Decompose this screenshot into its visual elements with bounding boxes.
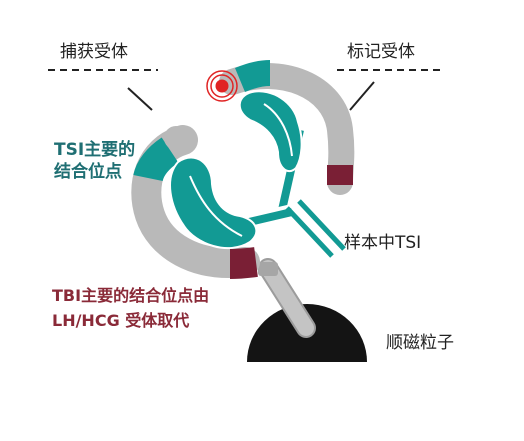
label-receptor-pointer (349, 81, 375, 111)
stalk-joint (258, 262, 278, 276)
target-icon-middle (210, 74, 234, 98)
label-receptor-teal-band (235, 60, 271, 93)
capture-receptor-maroon-cap (229, 247, 258, 279)
target-icon-core (215, 79, 229, 93)
capture-receptor-label: 捕获受体 (60, 42, 128, 62)
capture-teal-lobe (169, 156, 258, 250)
tsi-stem-b (297, 199, 346, 251)
tsi-binding-site-label-line1: TSI主要的 (54, 140, 136, 160)
tbi-binding-site-label-line1: TBI主要的结合位点由 (52, 286, 210, 305)
capture-teal-lobe-line (189, 175, 243, 237)
label-teal-lobe (238, 90, 303, 173)
sample-tsi-label: 样本中TSI (344, 233, 422, 253)
particle-stalk (260, 260, 314, 336)
label-teal-lobe-line (263, 103, 293, 157)
target-icon-outer (206, 70, 238, 102)
magnetic-particle-label: 顺磁粒子 (386, 333, 454, 353)
capture-receptor-teal-band (133, 137, 179, 182)
capture-receptor-pointer (127, 87, 153, 111)
tbi-binding-site-label-line2: LH/HCG 受体取代 (52, 311, 190, 330)
label-receptor-label: 标记受体 (347, 42, 415, 62)
tsi-binding-site-label-line2: 结合位点 (54, 162, 122, 182)
tsi-stem-a (285, 206, 334, 258)
capture-receptor-tip (164, 126, 188, 150)
